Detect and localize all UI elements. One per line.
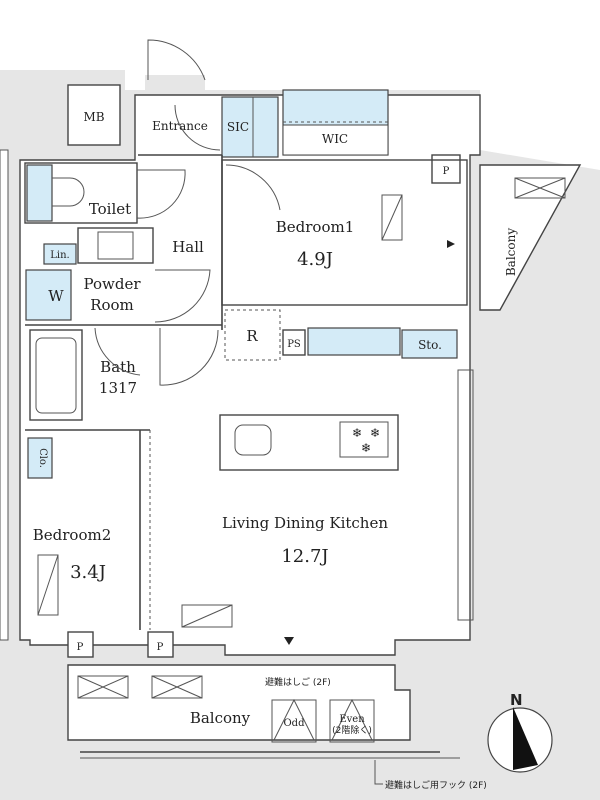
bedroom2-label: Bedroom2: [33, 526, 112, 544]
p-left-label: P: [77, 642, 84, 653]
ldk-size: 12.7J: [281, 546, 328, 567]
entrance-door: [147, 39, 206, 81]
refrigerator-label: R: [246, 327, 258, 345]
bathtub: [29, 329, 83, 421]
wic-label: WIC: [322, 132, 348, 146]
even-hatch-label: Even: [339, 714, 365, 725]
bedroom1: [221, 159, 468, 306]
mb-room: [67, 84, 121, 146]
refrigerator-space: [224, 309, 281, 361]
balcony-bottom: [67, 664, 411, 741]
bath-size: 1317: [99, 379, 137, 397]
bedroom1-label: Bedroom1: [276, 218, 355, 236]
mb-label: MB: [83, 110, 104, 124]
sic-closet: [221, 96, 279, 158]
ladder-hook-label: 避難はしご用フック (2F): [385, 779, 487, 791]
linen-closet: [43, 243, 77, 265]
ps-label: PS: [287, 339, 301, 350]
linen-label: Lin.: [50, 250, 69, 261]
balcony-bottom-label: Balcony: [190, 709, 251, 727]
bedroom2-size: 3.4J: [70, 562, 106, 583]
escape-ladder-label: 避難はしご (2F): [265, 676, 331, 688]
hall-label: Hall: [172, 238, 204, 256]
washer-space: [25, 269, 72, 321]
kitchen-counter: [219, 414, 399, 471]
toilet-label: Toilet: [89, 200, 131, 218]
north-label: N: [510, 691, 523, 709]
washer-label: W: [48, 287, 64, 305]
powder-room-label-2: Room: [90, 296, 134, 314]
p-top-label: P: [443, 166, 450, 177]
ldk-label: Living Dining Kitchen: [222, 514, 388, 532]
svg-text:❄: ❄: [352, 426, 362, 440]
svg-text:❄: ❄: [370, 426, 380, 440]
sic-label: SIC: [227, 120, 249, 134]
storage: [401, 329, 458, 359]
bedroom1-size: 4.9J: [297, 249, 333, 270]
p-mid-label: P: [157, 642, 164, 653]
balcony-right-label: Balcony: [504, 228, 518, 276]
sink: [234, 424, 272, 456]
north-compass-icon: [487, 707, 553, 773]
even-hatch-note: (2階除く): [332, 724, 372, 736]
closet-label: Clo.: [37, 448, 48, 468]
stove: [339, 421, 389, 458]
storage-label: Sto.: [418, 338, 442, 352]
powder-room-label: Powder: [83, 275, 141, 293]
balcony-right: [479, 164, 582, 311]
svg-text:❄: ❄: [361, 441, 371, 455]
closet: [27, 437, 53, 479]
odd-hatch-label: Odd: [283, 718, 305, 729]
